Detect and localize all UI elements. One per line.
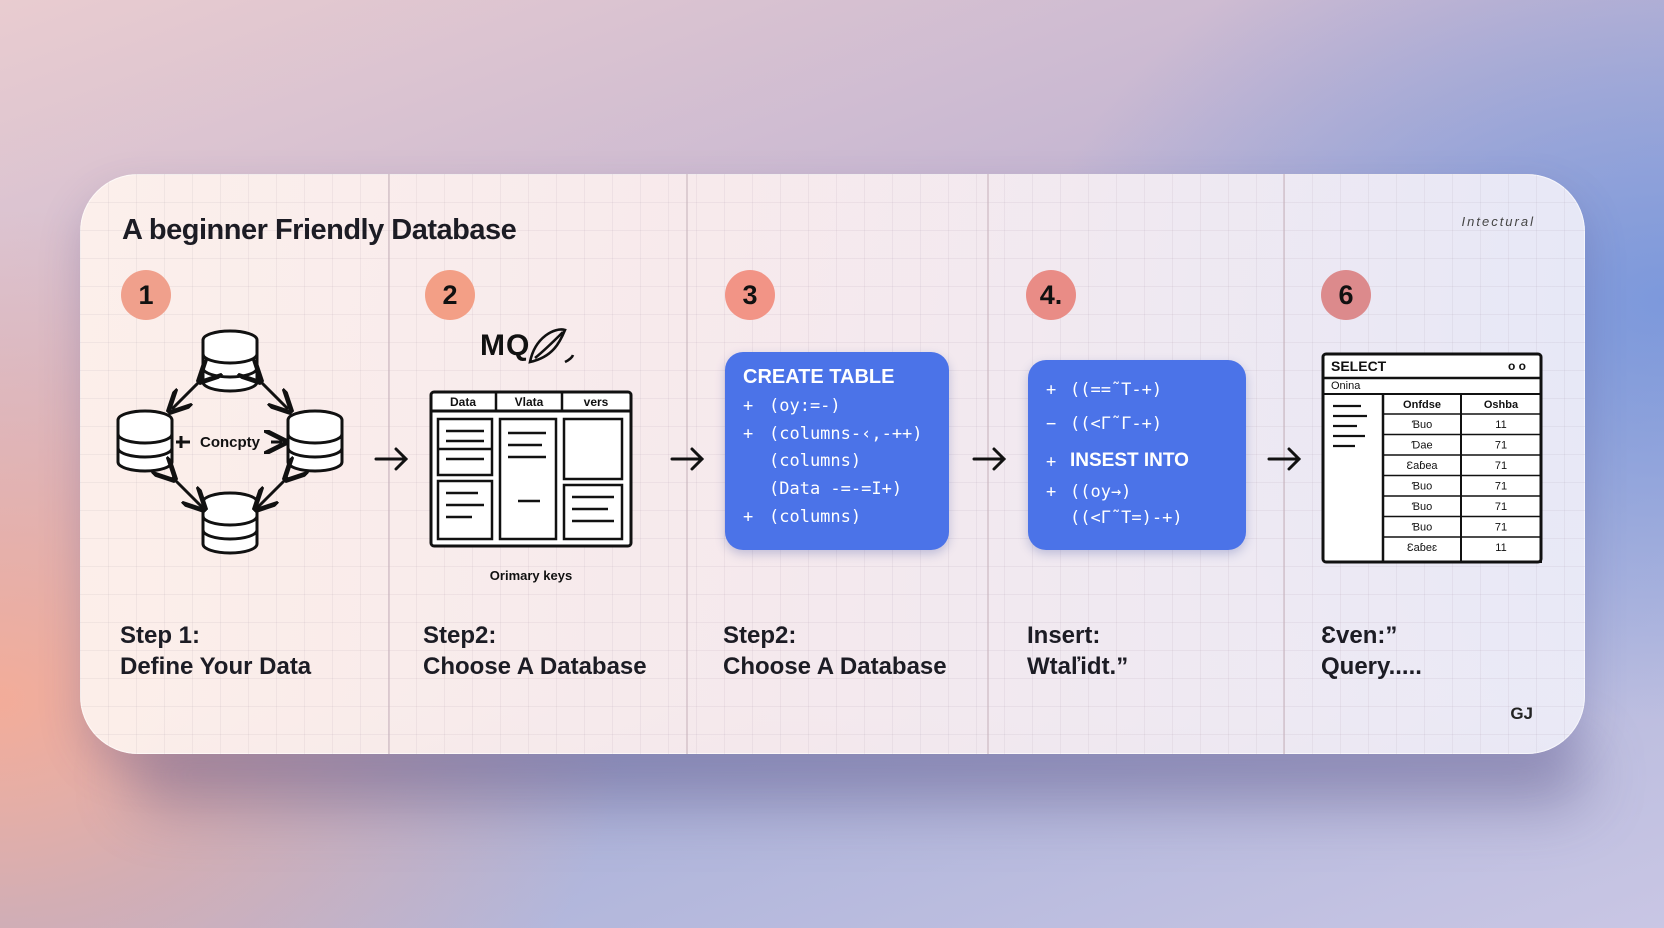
column-header: vers (584, 395, 609, 409)
leaf-icon (528, 328, 575, 364)
step-label-line: Choose A Database (723, 653, 947, 680)
result-cell: Ɗae (1411, 440, 1432, 452)
step-4-badge: 4. (1026, 270, 1076, 320)
step-label-line: Step2: (423, 622, 497, 649)
database-icon (201, 491, 259, 555)
code-bullet: + (1046, 452, 1057, 472)
code-line: ((<Γ˜Γ-+) (1070, 414, 1163, 434)
code-bullet: + (743, 396, 754, 416)
result-cell: 11 (1495, 419, 1506, 431)
primary-keys-caption: Orimary keys (489, 568, 573, 583)
result-cell: 71 (1495, 481, 1507, 493)
step-2-badge: 2 (425, 270, 475, 320)
step-3-badge: 3 (725, 270, 775, 320)
insert-code-block: + ((==˜T-+) − ((<Γ˜Γ-+) + INSEST INTO + … (1028, 360, 1246, 550)
code-line: ((<Γ˜T=)-+) (1070, 508, 1183, 528)
select-header: SELECT (1331, 358, 1387, 374)
result-cell: 71 (1495, 501, 1507, 513)
step-4-label: Insert: Wtaľidt.” (1027, 620, 1128, 682)
result-cell: Ɓuo (1412, 522, 1433, 534)
step-label-line: Define Your Data (120, 653, 312, 680)
database-icon (201, 329, 259, 393)
result-cell: Ɓuo (1412, 419, 1433, 431)
column-divider (388, 174, 390, 754)
step-label-line: Ɛven:” (1321, 622, 1398, 649)
result-col-header: Oshba (1484, 399, 1519, 411)
code-keyword: INSEST INTO (1070, 450, 1189, 471)
arrow-right-icon (1267, 447, 1302, 471)
arrow-right-icon (374, 447, 409, 471)
code-bullet: + (1046, 380, 1057, 400)
step-3-label: Step2: Choose A Database (723, 620, 947, 682)
result-cell: Ɛaɓea (1406, 460, 1438, 472)
column-divider (1283, 174, 1285, 754)
database-icon (116, 409, 174, 473)
database-network-icon: Concpty (116, 329, 344, 555)
subheader: Onina (1331, 380, 1361, 392)
result-cell: 71 (1495, 460, 1507, 472)
result-cell: Ɓuo (1412, 481, 1433, 493)
table-schema-icon: Data Vlata vers (429, 390, 633, 548)
mq-logo: MQ (480, 329, 531, 362)
code-line: ((oy→) (1070, 482, 1132, 502)
code-keyword: CREATE TABLE (743, 366, 895, 388)
step-label-line: Query..... (1321, 653, 1422, 680)
result-cell: 11 (1495, 542, 1506, 554)
database-icon (286, 409, 344, 473)
page-title: A beginner Friendly Database (122, 214, 517, 246)
step-label-line: Step2: (723, 622, 797, 649)
arrow-right-icon (972, 447, 1007, 471)
corner-mark: GJ (1510, 704, 1533, 723)
code-line: ((==˜T-+) (1070, 380, 1163, 400)
corner-note: Intectural (1461, 214, 1535, 229)
arrow-right-icon (670, 447, 705, 471)
result-cell: 71 (1495, 522, 1507, 534)
step-label-line: Step 1: (120, 622, 201, 649)
column-divider (987, 174, 989, 754)
step-label-line: Insert: (1027, 622, 1101, 649)
code-line: (columns-‹,-++) (769, 424, 923, 444)
result-cell: Ɛaɓeɛ (1407, 542, 1437, 554)
result-col-header: Onfdse (1403, 399, 1441, 411)
code-line: (oy:=-) (769, 396, 841, 416)
result-cell: Ɓuo (1412, 501, 1433, 513)
result-cell: 71 (1495, 440, 1507, 452)
step-5-badge: 6 (1321, 270, 1371, 320)
code-bullet: + (1046, 482, 1057, 502)
create-table-code-block: CREATE TABLE + (oy:=-) + (columns-‹,-++)… (725, 352, 949, 550)
column-header: Data (450, 395, 476, 409)
code-line: (columns) (769, 507, 862, 527)
step-label-line: Choose A Database (423, 653, 647, 680)
code-bullet: + (743, 424, 754, 444)
code-line: (Data -=-=Ι+) (769, 479, 903, 499)
concept-label: Concpty (200, 434, 261, 451)
step-5-label: Ɛven:” Query..... (1321, 620, 1422, 682)
column-divider (686, 174, 688, 754)
step-1-badge: 1 (121, 270, 171, 320)
code-bullet: − (1046, 414, 1057, 434)
code-line: (columns) (769, 451, 862, 471)
step-2-label: Step2: Choose A Database (423, 620, 647, 682)
column-header: Vlata (515, 395, 544, 409)
infographic-card: A beginner Friendly Database Intectural … (80, 174, 1585, 754)
window-controls: o o (1508, 359, 1526, 373)
code-bullet: + (743, 507, 754, 527)
step-label-line: Wtaľidt.” (1027, 653, 1129, 680)
step-1-label: Step 1: Define Your Data (120, 620, 311, 682)
